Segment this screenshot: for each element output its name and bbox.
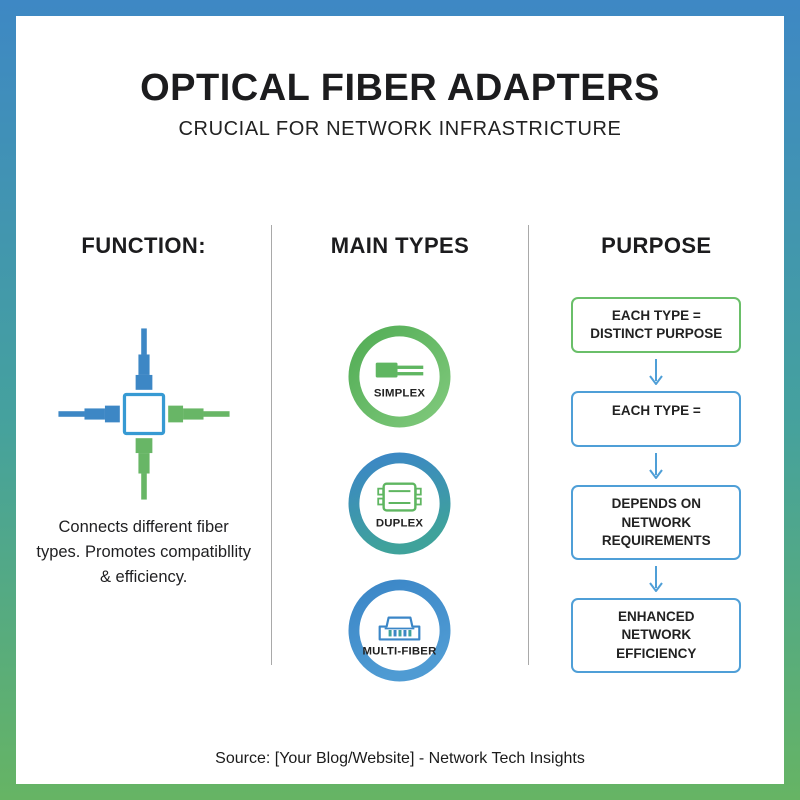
down-arrow-icon — [649, 566, 664, 593]
flow-step-2: EACH TYPE = — [571, 391, 742, 448]
fiber-cross-adapter-icon — [58, 328, 230, 500]
function-description: Connects different fiber types. Promotes… — [36, 518, 251, 586]
duplex-label: DUPLEX — [376, 517, 424, 529]
column-divider — [271, 225, 273, 665]
multi-fiber-connector-icon — [379, 616, 421, 641]
source-attribution: Source: [Your Blog/Website] - Network Te… — [215, 750, 585, 767]
type-badge-multi-fiber: MULTI-FIBER — [348, 579, 451, 682]
purpose-heading: PURPOSE — [601, 233, 712, 258]
type-badge-simplex: SIMPLEX — [348, 325, 451, 428]
main-types-heading: MAIN TYPES — [330, 233, 470, 258]
down-arrow-icon — [649, 359, 664, 386]
flow-step-1: EACH TYPE = DISTINCT PURPOSE — [571, 297, 742, 354]
simplex-ring — [348, 325, 451, 428]
flow-step-3: DEPENDS ON NETWORK REQUIREMENTS — [571, 485, 742, 561]
content-columns: FUNCTION: Connects — [16, 225, 784, 682]
function-heading: FUNCTION: — [81, 233, 206, 258]
purpose-flowchart: EACH TYPE = DISTINCT PURPOSE EACH TYPE =… — [571, 297, 742, 673]
page-title: OPTICAL FIBER ADAPTERS — [140, 67, 660, 109]
type-badges: SIMPLEX — [348, 325, 451, 682]
main-types-section: MAIN TYPES SIMPLEX — [272, 225, 527, 682]
infographic-card: OPTICAL FIBER ADAPTERS CRUCIAL FOR NETWO… — [16, 16, 784, 784]
simplex-connector-icon — [376, 362, 424, 378]
function-section: FUNCTION: Connects — [16, 225, 271, 665]
type-badge-duplex: DUPLEX — [348, 452, 451, 555]
down-arrow-icon — [649, 453, 664, 480]
purpose-section: PURPOSE EACH TYPE = DISTINCT PURPOSE EAC… — [529, 225, 784, 673]
header: OPTICAL FIBER ADAPTERS CRUCIAL FOR NETWO… — [16, 16, 784, 141]
simplex-label: SIMPLEX — [374, 387, 426, 399]
column-divider — [527, 225, 529, 665]
flow-step-4: ENHANCED NETWORK EFFICIENCY — [571, 598, 742, 673]
page-subtitle: CRUCIAL FOR NETWORK INFRASTRICTURE — [178, 117, 622, 140]
duplex-adapter-icon — [377, 482, 423, 512]
multi-fiber-label: MULTI-FIBER — [363, 645, 437, 657]
